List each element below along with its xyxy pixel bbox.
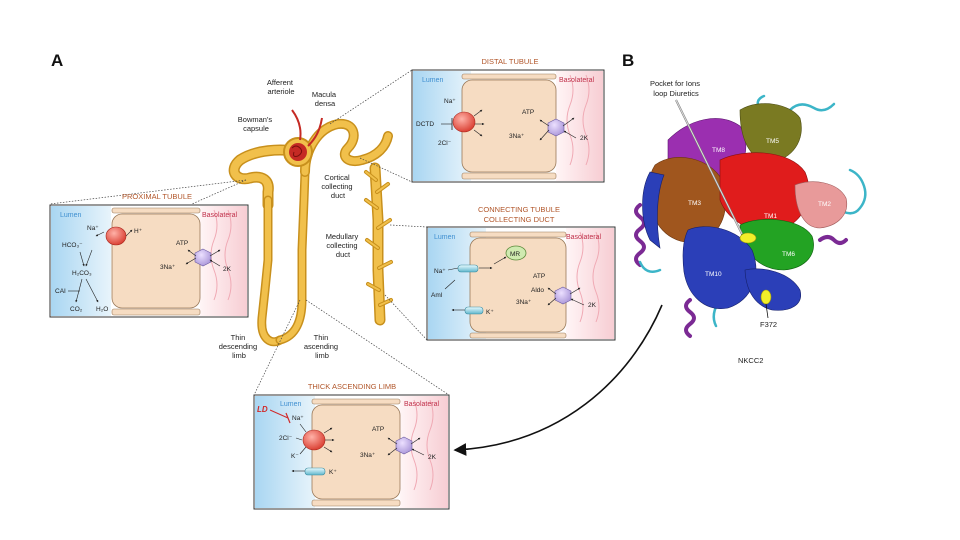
proximal-lumen-label: Lumen bbox=[60, 212, 82, 219]
connecting-aml: Aml bbox=[431, 292, 443, 299]
thick-title: THICK ASCENDING LIMB bbox=[308, 382, 396, 391]
label-bowmans-capsule: Bowman's capsule bbox=[238, 115, 274, 133]
ion-pocket bbox=[739, 232, 757, 244]
tm10-domain bbox=[682, 226, 757, 309]
connecting-na-k-atpase bbox=[554, 286, 572, 305]
proximal-h: H⁺ bbox=[134, 228, 143, 235]
proximal-h2co3: H₂CO₃ bbox=[72, 270, 92, 277]
connecting-aldo: Aldo bbox=[531, 287, 544, 294]
distal-2k: 2K bbox=[580, 135, 589, 142]
thick-lumen-label: Lumen bbox=[280, 401, 302, 408]
thick-3na: 3Na⁺ bbox=[360, 452, 376, 459]
distal-na-k-atpase bbox=[547, 118, 565, 137]
proximal-na-k-atpase bbox=[194, 248, 212, 267]
proximal-exchanger bbox=[105, 226, 127, 246]
mineralocorticoid-receptor bbox=[505, 245, 527, 261]
thick-na-k-atpase bbox=[395, 436, 413, 455]
tm6-label: TM6 bbox=[782, 251, 795, 258]
connecting-title-2: COLLECTING DUCT bbox=[484, 215, 555, 224]
panel-label-b: B bbox=[622, 51, 634, 70]
tm2-label: TM2 bbox=[818, 201, 831, 208]
distal-na: Na⁺ bbox=[444, 98, 456, 105]
connecting-k: K⁺ bbox=[486, 309, 494, 316]
distal-dctd: DCTD bbox=[416, 121, 434, 128]
distal-tubule-panel: DISTAL TUBULE Lumen Basolateral Na⁺ DCTD… bbox=[411, 57, 605, 183]
proximal-cai: CAI bbox=[55, 288, 66, 295]
thick-na: Na⁺ bbox=[292, 415, 304, 422]
connecting-na: Na⁺ bbox=[434, 268, 446, 275]
label-macula-densa: Macula densa bbox=[312, 90, 338, 108]
nephron-labels: Afferent arteriole Macula densa Bowman's… bbox=[219, 78, 361, 360]
label-thin-ascending-limb: Thin ascending limb bbox=[304, 333, 340, 360]
tm5-label: TM5 bbox=[766, 138, 779, 145]
structure-to-thick-limb-arrow bbox=[453, 304, 663, 456]
thick-ascending-limb-panel: THICK ASCENDING LIMB Lumen Basolateral L… bbox=[253, 382, 450, 510]
proximal-tubule-panel: PROXIMAL TUBULE Lumen Basolateral Na⁺ H⁺… bbox=[49, 192, 249, 318]
thick-2cl: 2Cl⁻ bbox=[279, 435, 293, 442]
distal-atp: ATP bbox=[522, 109, 534, 116]
connecting-title-1: CONNECTING TUBULE bbox=[478, 205, 560, 214]
connecting-basolateral-label: Basolateral bbox=[566, 234, 601, 241]
proximal-na: Na⁺ bbox=[87, 225, 99, 232]
romk-channel bbox=[464, 306, 484, 315]
proximal-atp: ATP bbox=[176, 240, 188, 247]
connecting-tubule-panel: CONNECTING TUBULE COLLECTING DUCT Lumen … bbox=[426, 205, 616, 341]
thick-atp: ATP bbox=[372, 426, 384, 433]
distal-ncc-transporter bbox=[452, 111, 476, 133]
tm5-domain bbox=[739, 103, 802, 163]
proximal-cell bbox=[111, 213, 201, 309]
proximal-3na: 3Na⁺ bbox=[160, 264, 176, 271]
connecting-cell bbox=[469, 237, 567, 333]
nkcc2-label: NKCC2 bbox=[738, 356, 763, 365]
label-afferent-arteriole: Afferent arteriole bbox=[267, 78, 295, 96]
proximal-title: PROXIMAL TUBULE bbox=[122, 192, 192, 201]
connecting-3na: 3Na⁺ bbox=[516, 299, 532, 306]
glomerulus-shape bbox=[289, 143, 307, 161]
proximal-co2: CO₂ bbox=[70, 306, 83, 313]
tm3-label: TM3 bbox=[688, 200, 701, 207]
connecting-atp: ATP bbox=[533, 273, 545, 280]
enac-channel bbox=[457, 264, 479, 273]
panel-label-a: A bbox=[51, 51, 63, 70]
thick-basolateral-label: Basolateral bbox=[404, 401, 439, 408]
nkcc2-transporter bbox=[302, 429, 326, 451]
thick-k-minus: K⁻ bbox=[291, 453, 299, 460]
tm2-domain bbox=[794, 181, 848, 229]
label-thin-descending-limb: Thin descending limb bbox=[219, 333, 259, 360]
thick-2k: 2K bbox=[428, 454, 437, 461]
proximal-basolateral-label: Basolateral bbox=[202, 212, 237, 219]
connecting-lumen-label: Lumen bbox=[434, 234, 456, 241]
tm10-label: TM10 bbox=[705, 271, 722, 278]
f372-residue bbox=[760, 289, 772, 305]
nkcc2-structure: TM8 TM5 TM3 TM1 TM2 TM6 TM10 Pocket for … bbox=[634, 79, 867, 365]
thick-limb-cell bbox=[311, 404, 401, 500]
nephron-diagram bbox=[228, 109, 393, 347]
pocket-label: Pocket for Ions loop Diuretics bbox=[650, 79, 702, 98]
afferent-arteriole-vessel bbox=[291, 109, 302, 141]
distal-3na: 3Na⁺ bbox=[509, 133, 525, 140]
tm1-label: TM1 bbox=[764, 213, 777, 220]
distal-lumen-label: Lumen bbox=[422, 77, 444, 84]
tm8-label: TM8 bbox=[712, 147, 725, 154]
proximal-2k: 2K bbox=[223, 266, 232, 273]
distal-2cl: 2Cl⁻ bbox=[438, 140, 452, 147]
distal-cell bbox=[461, 79, 557, 173]
thick-romk-channel bbox=[304, 467, 326, 476]
proximal-hco3: HCO₃⁻ bbox=[62, 242, 83, 249]
distal-title: DISTAL TUBULE bbox=[482, 57, 539, 66]
distal-basolateral-label: Basolateral bbox=[559, 77, 594, 84]
connecting-mr: MR bbox=[510, 251, 520, 258]
label-cortical-collecting-duct: Cortical collecting duct bbox=[321, 173, 354, 200]
proximal-h2o: H₂O bbox=[96, 306, 108, 313]
connecting-2k: 2K bbox=[588, 302, 597, 309]
label-medullary-collecting-duct: Medullary collecting duct bbox=[326, 232, 361, 259]
loop-diuretic-label: LD bbox=[257, 405, 268, 414]
f372-label: F372 bbox=[760, 320, 777, 329]
callout-lines bbox=[49, 69, 450, 396]
thick-k-plus: K⁺ bbox=[329, 469, 337, 476]
